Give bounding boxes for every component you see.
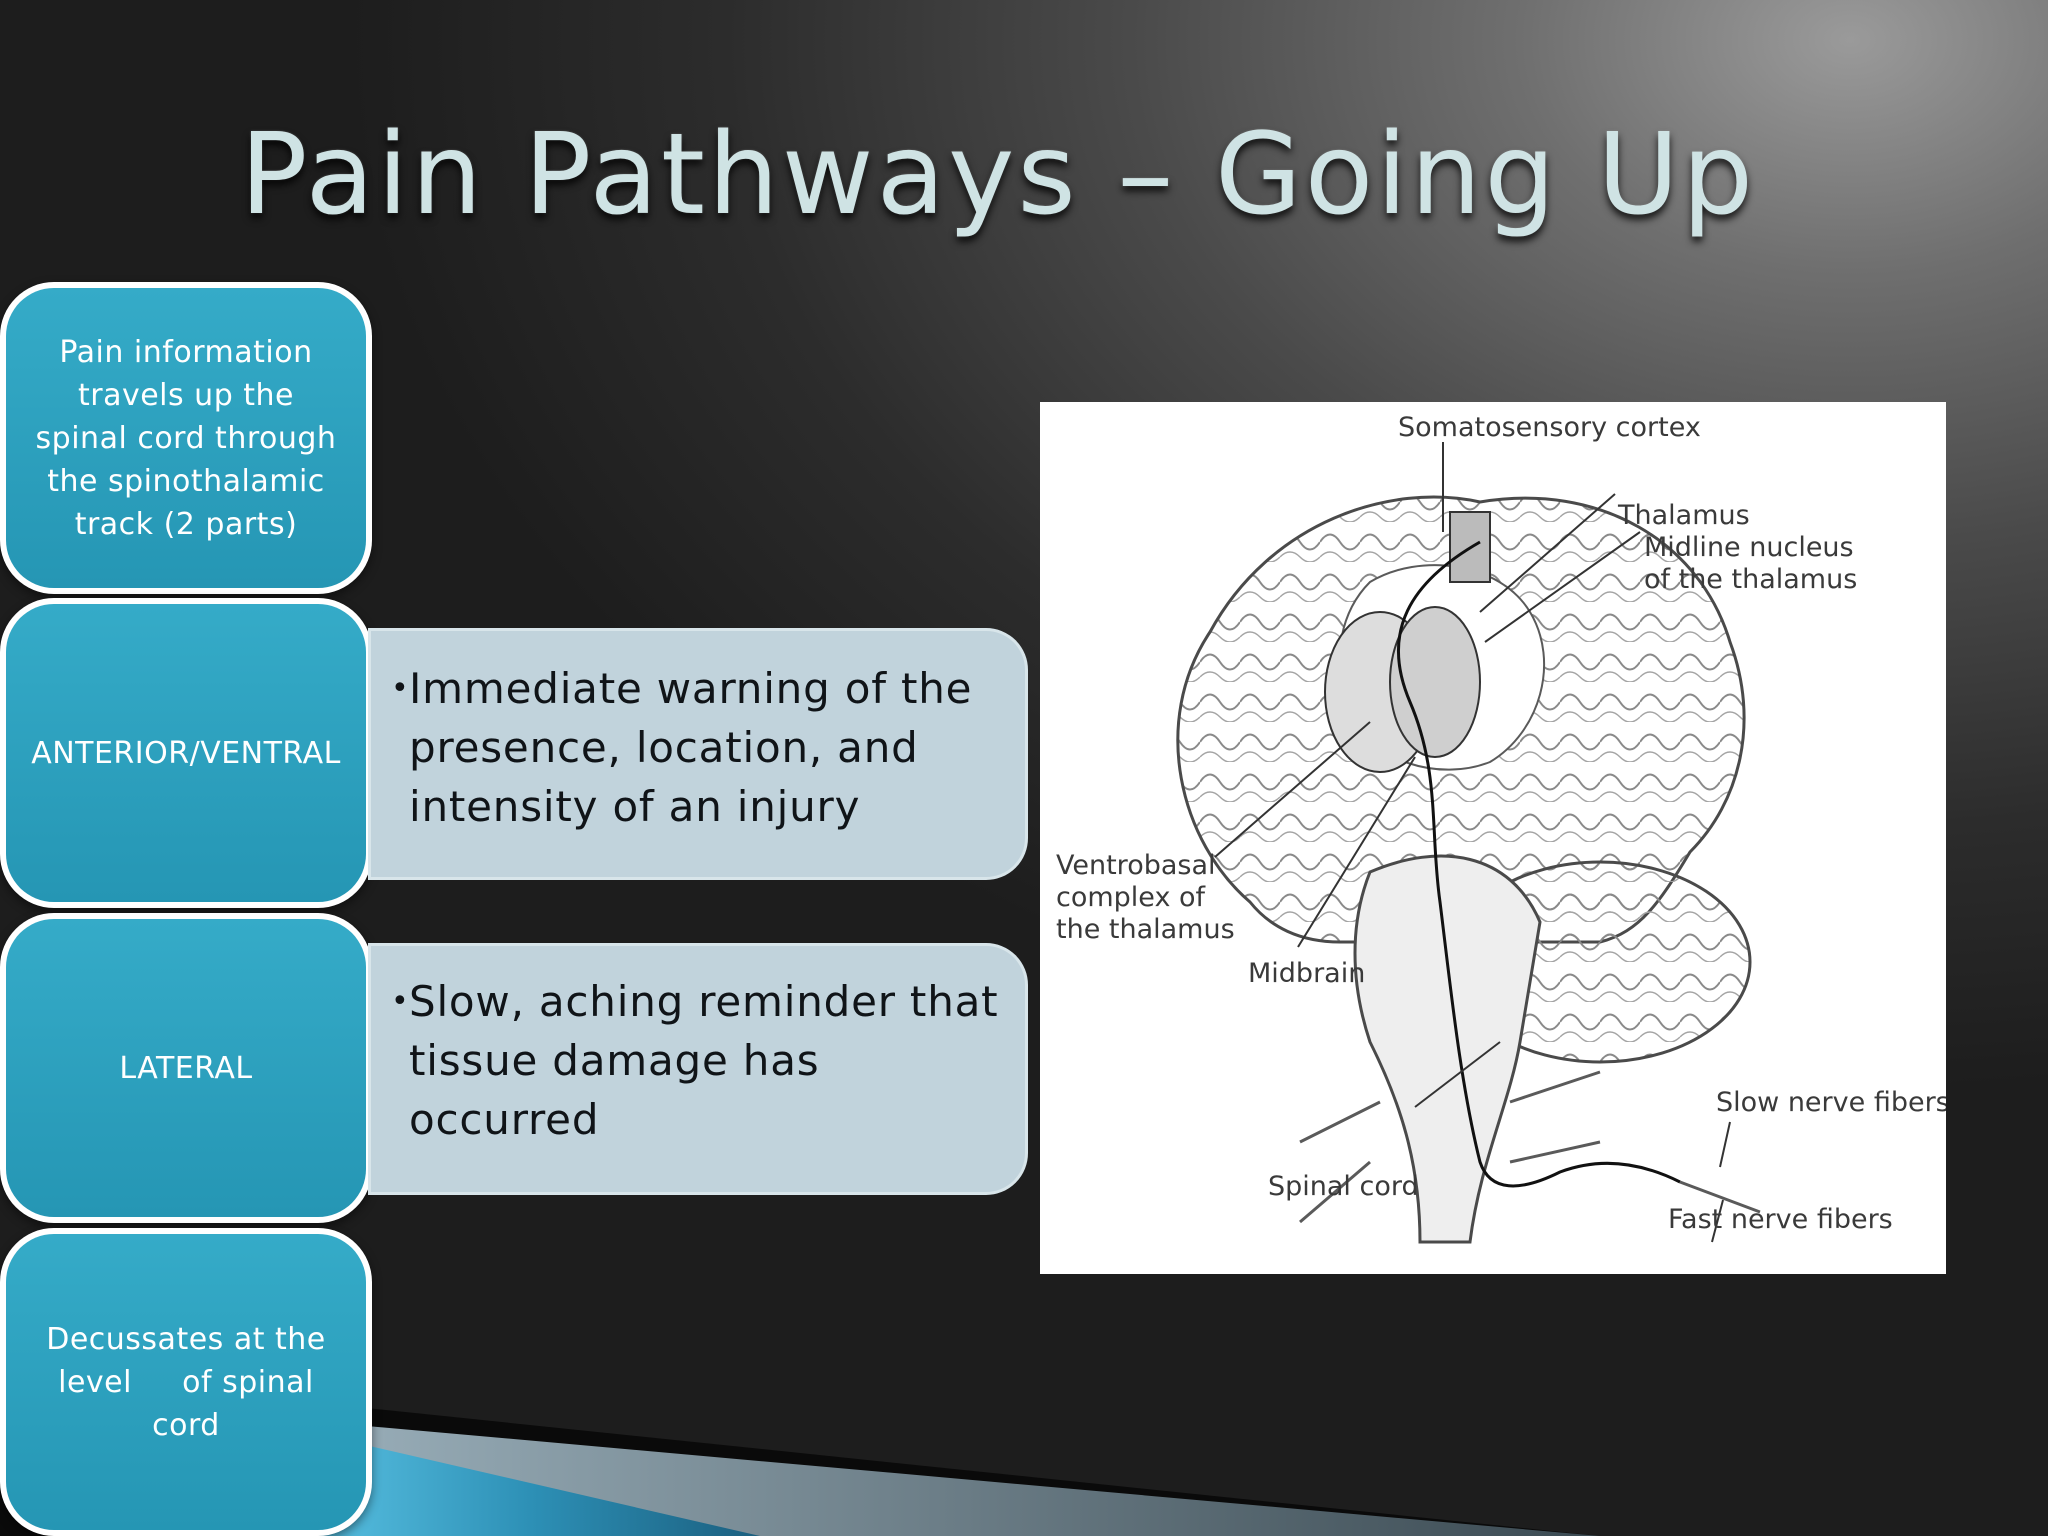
bullet-icon: • xyxy=(391,984,410,1019)
anterior-bullet-text: Immediate warning of the presence, locat… xyxy=(409,664,973,831)
label-midline-nucleus-2: of the thalamus xyxy=(1644,564,1857,595)
box-anterior-ventral-text: ANTERIOR/VENTRAL xyxy=(31,735,341,771)
bullet-icon: • xyxy=(391,671,410,706)
label-midbrain: Midbrain xyxy=(1248,958,1365,989)
label-fast-nerve-fibers: Fast nerve fibers xyxy=(1668,1204,1893,1235)
label-spinal-cord: Spinal cord xyxy=(1268,1171,1419,1202)
brain-pain-pathway-figure: Somatosensory cortex Thalamus Midline nu… xyxy=(1040,402,1946,1274)
box-intro-text: Pain information travels up the spinal c… xyxy=(35,334,337,542)
slide-title: Pain Pathways – Going Up xyxy=(240,110,1757,240)
box-lateral-text: LATERAL xyxy=(119,1050,253,1086)
box-anterior-ventral: ANTERIOR/VENTRAL xyxy=(0,598,372,908)
label-ventrobasal-1: Ventrobasal xyxy=(1056,850,1216,881)
label-thalamus: Thalamus xyxy=(1617,500,1750,531)
brainstem-shape xyxy=(1353,854,1542,1244)
label-ventrobasal-2: complex of xyxy=(1056,882,1207,913)
panel-lateral-bullet: •Slow, aching reminder that tissue damag… xyxy=(368,943,1028,1195)
brain-diagram: Somatosensory cortex Thalamus Midline nu… xyxy=(1056,412,1946,1244)
box-lateral: LATERAL xyxy=(0,913,372,1223)
box-decussates-text: Decussates at the level of spinal cord xyxy=(46,1321,336,1443)
label-slow-nerve-fibers: Slow nerve fibers xyxy=(1716,1087,1946,1118)
box-decussates: Decussates at the level of spinal cord xyxy=(0,1228,372,1536)
panel-anterior-bullet: •Immediate warning of the presence, loca… xyxy=(368,628,1028,880)
lateral-bullet-text: Slow, aching reminder that tissue damage… xyxy=(409,977,999,1144)
label-midline-nucleus-1: Midline nucleus xyxy=(1644,532,1854,563)
decorative-swoosh xyxy=(0,1370,1600,1536)
box-intro: Pain information travels up the spinal c… xyxy=(0,282,372,594)
label-somatosensory-cortex: Somatosensory cortex xyxy=(1398,412,1701,443)
label-ventrobasal-3: the thalamus xyxy=(1056,914,1235,945)
